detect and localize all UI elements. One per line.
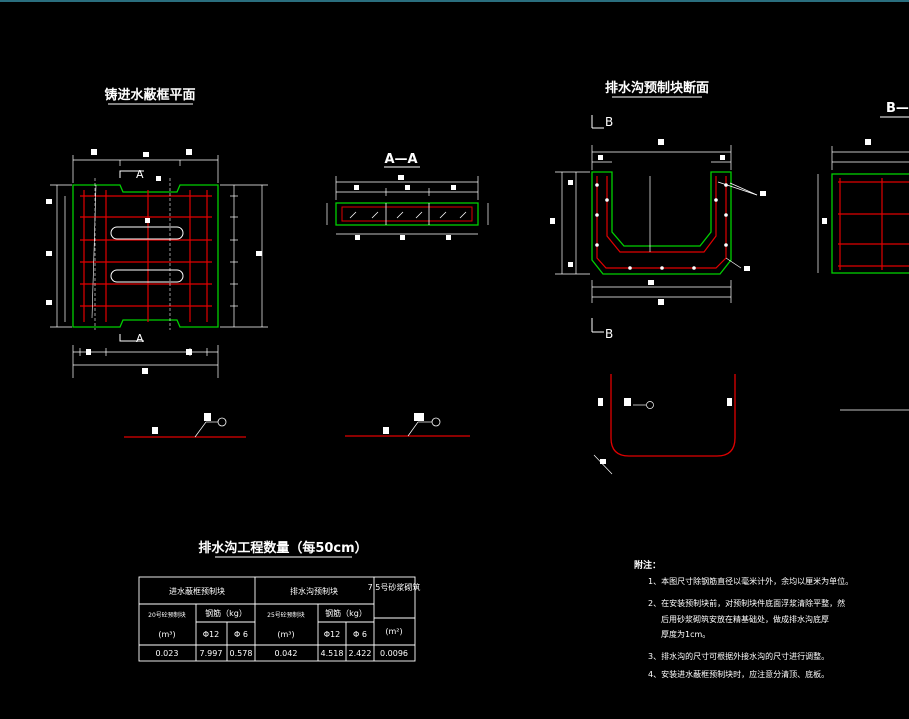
table-grid — [138, 576, 416, 662]
channel-section: 排水沟预制块断面 — [550, 80, 766, 475]
unit: Φ 6 — [353, 630, 367, 639]
bend-markers — [598, 398, 732, 464]
unit: (m³) — [158, 630, 175, 639]
unit: Φ12 — [203, 630, 219, 639]
bend-dimensions — [593, 401, 654, 475]
drain-slot — [110, 226, 184, 240]
channel-dimensions — [555, 145, 758, 303]
table-value: 4.518 — [321, 649, 344, 658]
section-label: A — [136, 168, 144, 181]
col-header: 钢筋（kg） — [325, 608, 367, 618]
table-value: 0.042 — [275, 649, 298, 658]
rebar-callouts — [124, 413, 470, 438]
rebar-bend-detail — [610, 374, 736, 457]
section-mark — [119, 334, 144, 342]
channel-markers — [550, 139, 766, 305]
col-group: 排水沟预制块 — [290, 586, 338, 596]
plan-dimensions — [50, 155, 268, 378]
aa-markers — [354, 175, 456, 240]
notes: 附注： 1、本图尺寸除钢筋直径以毫米计外，余均以厘米为单位。 2、在安装预制块前… — [634, 559, 853, 679]
section-label: B — [605, 115, 613, 129]
rebar-dots — [595, 183, 728, 270]
bb-dimensions — [817, 146, 909, 411]
section-mark — [591, 318, 604, 333]
bb-outline — [831, 173, 909, 274]
aa-dimensions — [326, 176, 489, 235]
aa-title: A—A — [384, 152, 417, 167]
section-label: A — [136, 332, 144, 345]
section-label: B — [605, 327, 613, 341]
top-border — [0, 0, 909, 2]
col-group: 进水蔽框预制块 — [169, 586, 225, 596]
plan-leaders — [91, 184, 97, 319]
note-line: 厚度为1cm。 — [661, 629, 710, 639]
col-header: 20号砼预制块 — [148, 611, 186, 619]
aa-rebar — [341, 206, 473, 222]
bb-rebar — [838, 178, 909, 270]
plan-title: 铸进水蔽框平面 — [104, 87, 195, 103]
table-title: 排水沟工程数量（每50cm） — [198, 540, 367, 556]
note-line: 1、本图尺寸除钢筋直径以毫米计外，余均以厘米为单位。 — [648, 576, 853, 586]
table-value: 7.997 — [200, 649, 223, 658]
quantity-table: 排水沟工程数量（每50cm） 进水蔽框预制块 排水沟预制块 7.5号砂浆砌筑 2… — [138, 540, 421, 662]
notes-heading: 附注： — [634, 559, 661, 571]
channel-rebar-inner — [606, 176, 717, 253]
precast-title: 排水沟预制块断面 — [605, 80, 709, 96]
plan-dash-lines — [94, 178, 171, 330]
note-line: 2、在安装预制块前，对预制块件底面浮浆清除平整，然 — [648, 598, 845, 608]
note-line: 后用砂浆砌筑安放在精基础处，做成排水沟底厚 — [661, 614, 829, 624]
rebar-grid — [80, 190, 212, 322]
note-line: 3、排水沟的尺寸可根据外接水沟的尺寸进行调整。 — [648, 651, 829, 661]
aa-outline — [335, 202, 479, 226]
dimension-markers — [46, 149, 262, 374]
table-value: 2.422 — [349, 649, 372, 658]
drain-slot — [110, 269, 184, 283]
unit: (m³) — [277, 630, 294, 639]
table-value: 0.0096 — [380, 649, 408, 658]
section-bb: B— — [817, 101, 909, 411]
unit: Φ 6 — [234, 630, 248, 639]
aa-dividers — [349, 203, 467, 225]
grate-outline — [72, 184, 219, 328]
bb-title: B— — [886, 101, 909, 116]
plan-view: 铸进水蔽框平面 A A — [46, 87, 268, 378]
bb-markers — [822, 139, 871, 224]
channel-rebar-outer — [596, 176, 727, 269]
col-group: 7.5号砂浆砌筑 — [368, 582, 421, 592]
channel-outline — [591, 171, 732, 275]
unit: Φ12 — [324, 630, 340, 639]
table-value: 0.023 — [156, 649, 179, 658]
section-mark — [591, 115, 604, 129]
table-value: 0.578 — [230, 649, 253, 658]
unit: (m²) — [385, 627, 402, 636]
col-header: 25号砼预制块 — [267, 611, 305, 619]
col-header: 钢筋（kg） — [205, 608, 247, 618]
section-aa: A—A — [326, 152, 489, 240]
section-mark — [119, 170, 144, 178]
note-line: 4、安装进水蔽框预制块时，应注意分清顶、底板。 — [648, 669, 829, 679]
